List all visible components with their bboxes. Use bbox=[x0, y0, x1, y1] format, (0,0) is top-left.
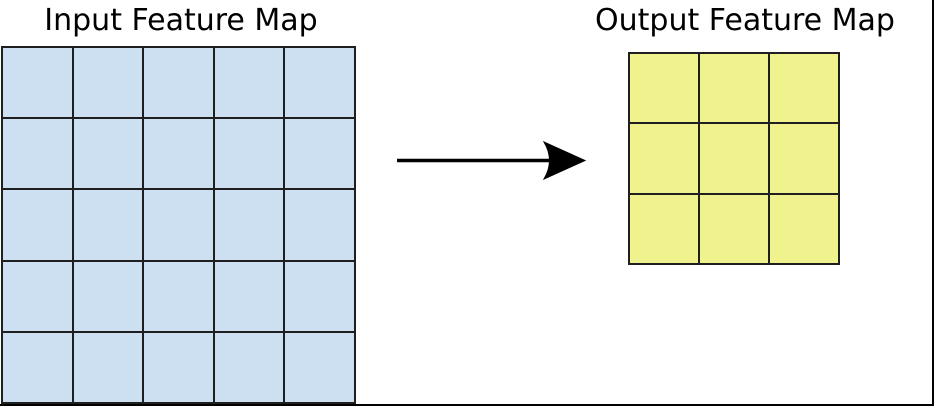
grid-cell bbox=[214, 119, 284, 189]
input-feature-map-grid bbox=[1, 46, 356, 404]
grid-cell bbox=[285, 332, 354, 402]
right-arrow-icon bbox=[397, 140, 587, 181]
grid-cell bbox=[3, 119, 72, 189]
grid-cell bbox=[214, 261, 284, 331]
grid-cell bbox=[285, 48, 354, 118]
grid-cell bbox=[3, 48, 72, 118]
grid-cell bbox=[770, 54, 838, 123]
grid-cell bbox=[73, 190, 143, 260]
grid-cell bbox=[73, 119, 143, 189]
grid-cell bbox=[700, 54, 768, 123]
grid-cell bbox=[144, 119, 213, 189]
grid-cell bbox=[700, 124, 768, 193]
grid-cell bbox=[214, 48, 284, 118]
grid-cell bbox=[73, 48, 143, 118]
grid-cell bbox=[144, 261, 213, 331]
output-feature-map-grid bbox=[628, 52, 840, 265]
grid-cell bbox=[770, 124, 838, 193]
grid-cell bbox=[700, 194, 768, 263]
grid-cell bbox=[214, 190, 284, 260]
grid-cell bbox=[73, 332, 143, 402]
input-feature-map-title: Input Feature Map bbox=[44, 3, 318, 38]
grid-cell bbox=[770, 194, 838, 263]
grid-cell bbox=[3, 261, 72, 331]
grid-cell bbox=[144, 190, 213, 260]
output-feature-map-title: Output Feature Map bbox=[595, 3, 895, 38]
grid-cell bbox=[630, 124, 698, 193]
grid-cell bbox=[285, 190, 354, 260]
grid-cell bbox=[3, 332, 72, 402]
grid-cell bbox=[285, 261, 354, 331]
grid-cell bbox=[73, 261, 143, 331]
grid-cell bbox=[285, 119, 354, 189]
grid-cell bbox=[144, 332, 213, 402]
grid-cell bbox=[630, 54, 698, 123]
grid-cell bbox=[3, 190, 72, 260]
grid-cell bbox=[214, 332, 284, 402]
grid-cell bbox=[144, 48, 213, 118]
grid-cell bbox=[630, 194, 698, 263]
